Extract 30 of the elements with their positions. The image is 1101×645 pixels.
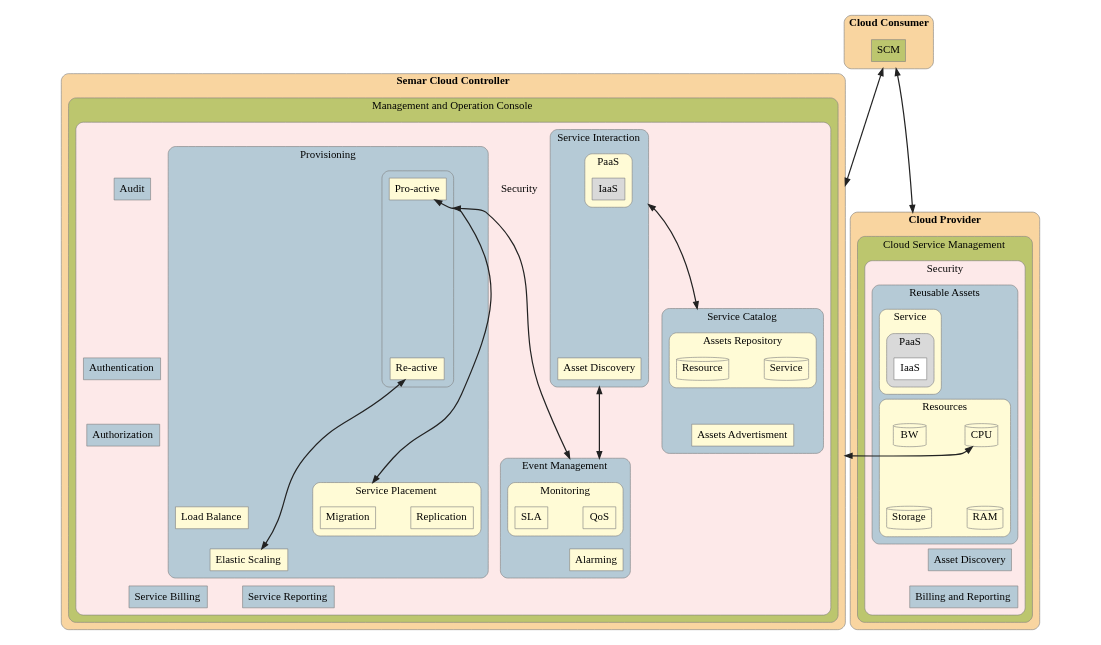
node-box: Alarming bbox=[569, 548, 624, 572]
node-box: IaaS bbox=[893, 357, 928, 381]
node-box: Authentication bbox=[83, 357, 161, 381]
node-box: Assets Advertisment bbox=[691, 423, 795, 447]
node-box: IaaS bbox=[591, 177, 626, 201]
arrow bbox=[647, 203, 699, 311]
arrow bbox=[260, 378, 407, 551]
node-box: Service Reporting bbox=[242, 585, 335, 609]
arrow bbox=[894, 67, 916, 214]
node-box: Pro-active bbox=[388, 177, 447, 201]
node-box: Authorization bbox=[86, 423, 160, 447]
arrow bbox=[451, 205, 571, 460]
node-box: Migration bbox=[320, 506, 376, 529]
node-box: Replication bbox=[410, 506, 474, 529]
node-box: Re-active bbox=[389, 357, 445, 381]
arrow bbox=[844, 67, 884, 187]
arrow bbox=[596, 385, 603, 461]
node-box: Audit bbox=[113, 177, 151, 201]
node-box: Service Billing bbox=[128, 585, 208, 609]
node-box: Elastic Scaling bbox=[209, 548, 289, 572]
arrow bbox=[843, 445, 974, 459]
node-box: QoS bbox=[582, 506, 617, 529]
label: Security bbox=[501, 181, 538, 194]
node-box: Load Balance bbox=[175, 506, 249, 529]
node-box: SLA bbox=[514, 506, 549, 529]
node-box: Asset Discovery bbox=[557, 357, 642, 381]
arrow bbox=[371, 199, 492, 484]
node-box: SCM bbox=[871, 39, 906, 62]
node-box: Asset Discovery bbox=[927, 548, 1012, 572]
node-box: Billing and Reporting bbox=[909, 585, 1019, 609]
